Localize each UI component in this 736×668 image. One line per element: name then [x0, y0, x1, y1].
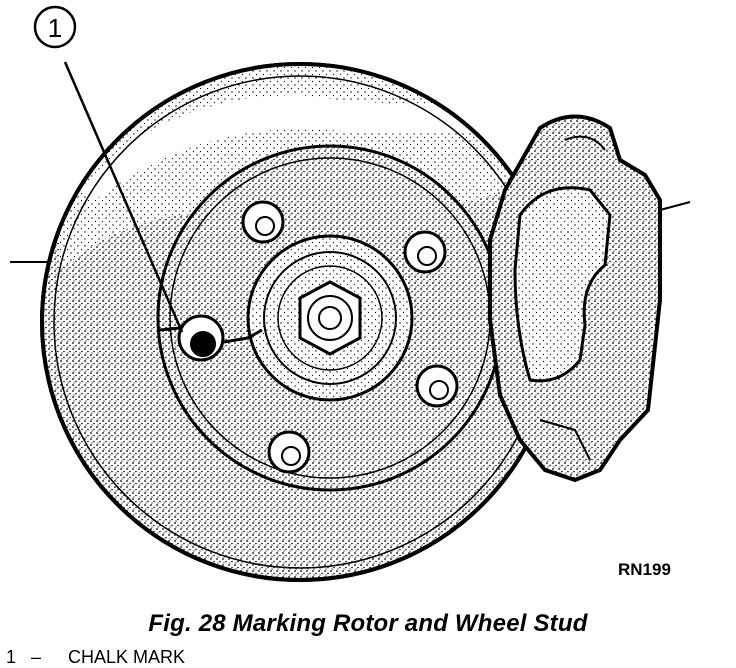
- legend-item-separator: –: [31, 647, 42, 667]
- callout-1-number: 1: [48, 13, 62, 43]
- spindle-nut: [298, 280, 362, 356]
- brake-caliper: [488, 114, 691, 483]
- legend-item-number: 1: [6, 647, 17, 667]
- chalk-mark: [159, 326, 263, 344]
- rotor-illustration: 1: [10, 5, 691, 582]
- figure-id-label: RN199: [618, 560, 671, 579]
- wheel-stud-lower-right: [415, 364, 459, 408]
- wheel-stud-marked: [177, 314, 225, 362]
- legend-item-text: CHALK MARK: [68, 647, 186, 667]
- wheel-stud-bottom: [267, 430, 311, 474]
- wheel-stud-upper-right: [403, 230, 447, 274]
- figure-caption: Fig. 28 Marking Rotor and Wheel Stud: [148, 610, 588, 637]
- callout-1: 1: [33, 5, 184, 333]
- callout-1-leader-line: [63, 61, 184, 333]
- legend-item: 1 – CHALK MARK: [6, 647, 406, 668]
- wheel-stud-top: [241, 200, 285, 244]
